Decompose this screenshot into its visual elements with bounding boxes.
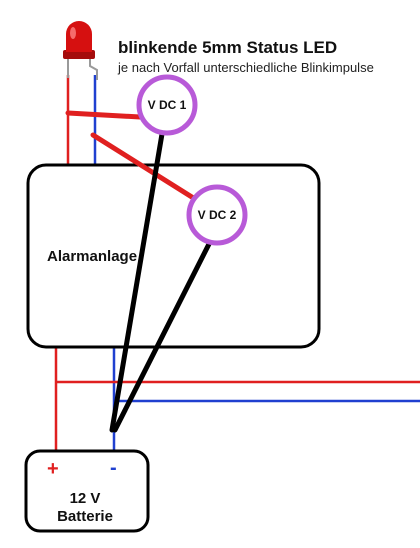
led-lead-right — [89, 58, 98, 80]
meter-dc1-label: V DC 1 — [148, 98, 187, 112]
led-subtitle: je nach Vorfall unterschiedliche Blinkim… — [117, 60, 374, 75]
battery-plus-sign: + — [47, 458, 59, 480]
battery: + - 12 V Batterie — [24, 449, 150, 533]
led-rim — [63, 50, 95, 59]
battery-box — [24, 449, 150, 533]
battery-minus-sign: - — [110, 457, 117, 479]
meter-dc2-label: V DC 2 — [198, 208, 237, 222]
battery-name: Batterie — [57, 508, 113, 525]
probe-red-dc2 — [90, 132, 198, 202]
meter-dc2-ring — [186, 184, 248, 246]
probe-black-dc2 — [112, 239, 213, 433]
negative-wires — [93, 75, 420, 450]
meter-dc1: V DC 1 — [136, 74, 198, 136]
alarm-system-label: Alarmanlage — [47, 248, 137, 265]
led-title: blinkende 5mm Status LED — [118, 38, 337, 57]
led-dome — [66, 21, 92, 52]
status-led — [63, 21, 98, 80]
led-highlight — [70, 27, 76, 39]
meter-dc1-ring — [136, 74, 198, 136]
battery-voltage: 12 V — [70, 490, 101, 507]
positive-wires — [54, 75, 420, 450]
probe-red-dc1 — [65, 110, 143, 120]
meter-dc2: V DC 2 — [186, 184, 248, 246]
probe-black-dc1 — [109, 131, 165, 433]
